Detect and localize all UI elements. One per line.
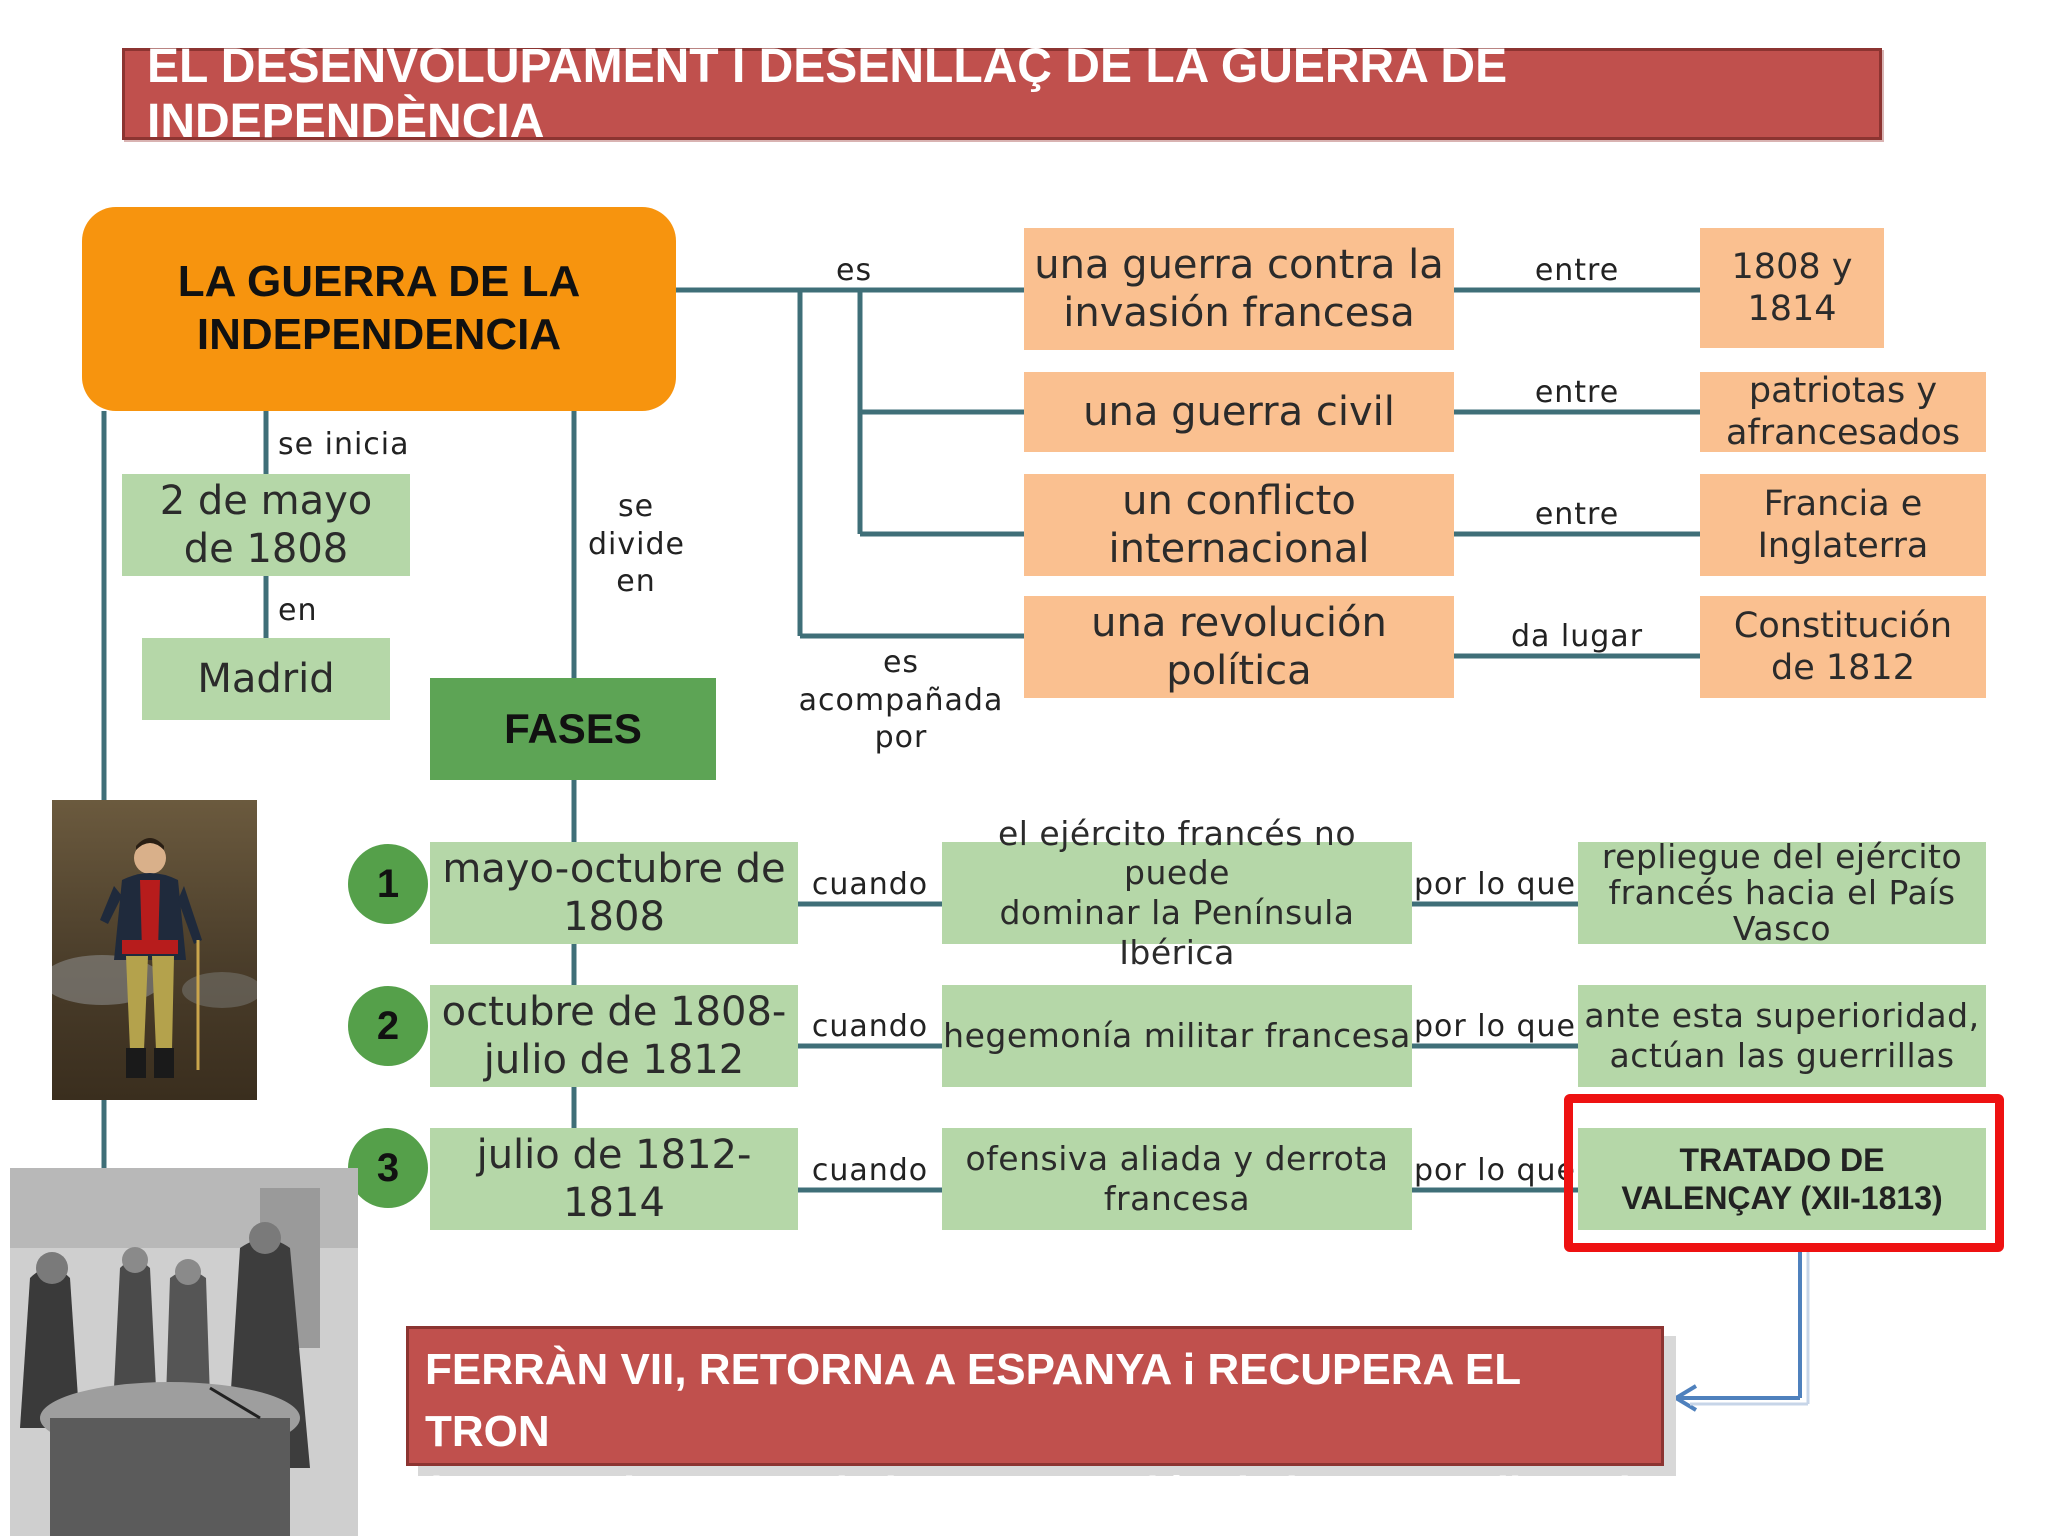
phase-result-line: Vasco: [1732, 909, 1832, 949]
characteristic-line: una guerra contra la: [1034, 242, 1444, 288]
phase-period-line: octubre de 1808-: [441, 989, 787, 1035]
characteristic-line: una revolución: [1091, 600, 1387, 646]
es-acompanada-por-label: es acompañada por: [796, 644, 1006, 757]
connector-label: entre: [1534, 497, 1620, 532]
connector-label: da lugar: [1510, 619, 1644, 654]
treaty-engraving: [10, 1168, 358, 1536]
characteristic-box: una guerra civil: [1024, 372, 1454, 452]
se-divide-en-label: se divide en: [588, 488, 684, 601]
en-label: en: [278, 593, 318, 628]
phase-period-line: julio de 1812: [483, 1037, 745, 1083]
phase-number-badge: 2: [348, 986, 428, 1066]
phase-result-line: ante esta superioridad,: [1584, 996, 1980, 1036]
se-divide-en-word: en: [616, 564, 656, 599]
characteristic-line: internacional: [1108, 526, 1370, 572]
portrait-painting: [52, 800, 257, 1100]
phase-number-badge: 3: [348, 1128, 428, 1208]
connector-label: entre: [1534, 375, 1620, 410]
cuando-label: cuando: [811, 867, 929, 902]
por-lo-que-label: por lo que: [1413, 867, 1576, 902]
characteristic-line: un conflicto: [1122, 478, 1356, 524]
por-lo-que-label: por lo que: [1413, 1009, 1576, 1044]
result-line: 1814: [1747, 289, 1837, 329]
start-date-line: 2 de mayo: [159, 478, 373, 524]
phase-period-box: octubre de 1808-julio de 1812: [430, 985, 798, 1087]
se-divide-en-word: divide: [588, 526, 685, 562]
result-line: de 1812: [1771, 648, 1915, 688]
es-acompanada-word: es: [882, 645, 920, 680]
phase-period-box: julio de 1812-1814: [430, 1128, 798, 1230]
start-date-line: de 1808: [183, 526, 349, 572]
es-acompanada-word: acompañada: [798, 682, 1004, 718]
highlight-frame: [1564, 1094, 2004, 1252]
conclusion-line: (context: l’ Europa de la Restauració I …: [425, 1468, 1637, 1518]
phase-result-line: francés hacia el País: [1608, 872, 1956, 912]
es-label: es: [836, 253, 873, 288]
phase-description-line: francesa: [1103, 1179, 1251, 1218]
page-title: EL DESENVOLUPAMENT I DESENLLAÇ DE LA GUE…: [122, 40, 1882, 148]
result-line: 1808 y: [1731, 247, 1853, 287]
phase-result-line: actúan las guerrillas: [1609, 1036, 1955, 1075]
tratado-line: TRATADO DE: [1679, 1141, 1885, 1178]
conclusion-banner: FERRÀN VII, RETORNA A ESPANYA i RECUPERA…: [406, 1326, 1664, 1517]
main-concept-label: LA GUERRA DE LA INDEPENDENCIA: [177, 257, 581, 359]
phase-description-box: hegemonía militar francesa: [942, 985, 1412, 1087]
conclusion-line: FERRÀN VII, RETORNA A ESPANYA i RECUPERA…: [425, 1345, 1521, 1456]
characteristic-line: invasión francesa: [1063, 290, 1415, 336]
cuando-label: cuando: [811, 1153, 929, 1188]
phase-period-line: julio de 1812-: [476, 1132, 752, 1178]
connector-label: entre: [1534, 253, 1620, 288]
phase-period-line: 1814: [563, 1180, 665, 1226]
phase-result-line: repliegue del ejército: [1601, 836, 1963, 876]
result-line: Inglaterra: [1757, 526, 1929, 566]
phase-result-box: ante esta superioridad,actúan las guerri…: [1578, 985, 1986, 1087]
por-lo-que-label: por lo que: [1413, 1153, 1576, 1188]
result-line: Constitución: [1733, 606, 1953, 646]
es-acompanada-word: por: [874, 720, 928, 755]
result-line: Francia e: [1763, 484, 1923, 524]
phase-description-line: hegemonía militar francesa: [943, 1016, 1411, 1056]
cuando-label: cuando: [811, 1009, 929, 1044]
fases-box: FASES: [430, 678, 716, 780]
phase-description-line: el ejército francés no puede: [997, 813, 1357, 893]
phase-number-badge: 1: [348, 844, 428, 924]
phase-description-line: ofensiva aliada y derrota: [965, 1139, 1389, 1179]
phase-period-line: mayo-octubre de: [442, 846, 786, 892]
phase-period-line: 1808: [563, 894, 665, 940]
phase-description-line: dominar la Península Ibérica: [999, 893, 1355, 972]
characteristic-line: una guerra civil: [1083, 389, 1395, 435]
tratado-line: VALENÇAY (XII-1813): [1621, 1180, 1943, 1216]
se-inicia-label: se inicia: [278, 427, 410, 462]
result-line: patriotas y: [1748, 371, 1938, 411]
se-divide-en-word: se: [617, 489, 655, 524]
characteristic-line: política: [1166, 648, 1312, 694]
result-line: afrancesados: [1725, 413, 1961, 453]
place-box: Madrid: [142, 638, 390, 720]
main-concept-box: LA GUERRA DE LA INDEPENDENCIA: [82, 207, 676, 411]
